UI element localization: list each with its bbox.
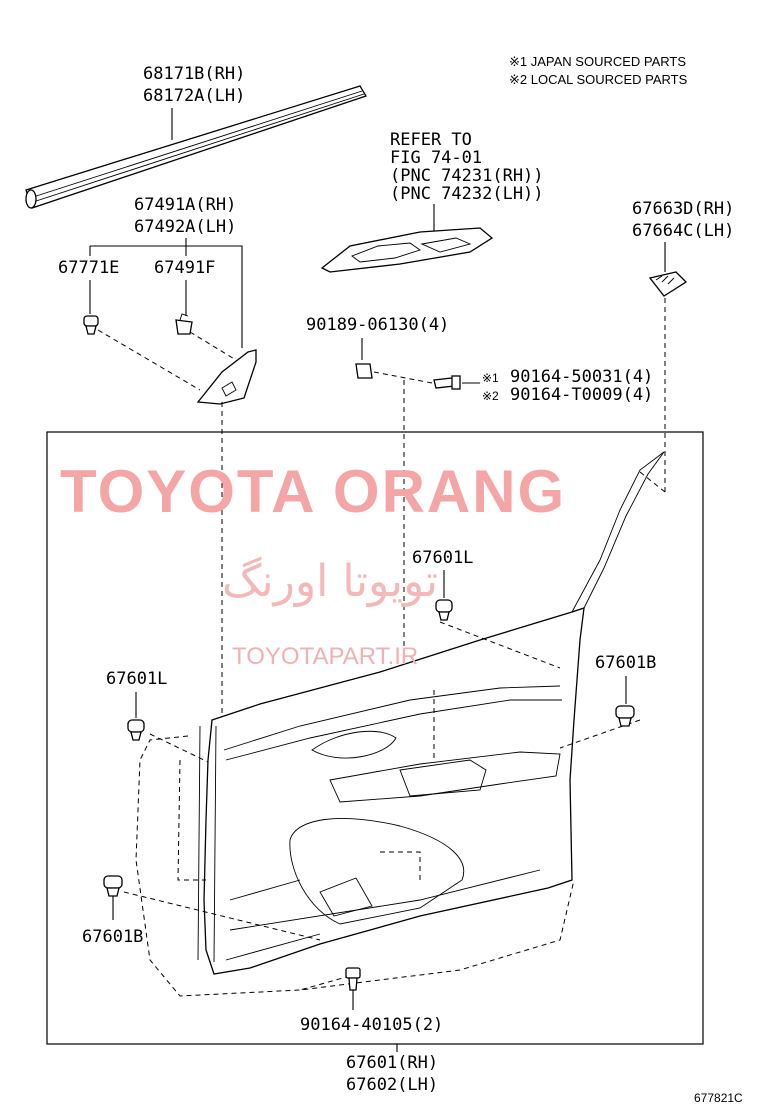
label-refer-fig: FIG 74-01: [390, 148, 482, 168]
mark-japan: ※1: [482, 371, 499, 385]
leader-cover-branch: [90, 245, 243, 348]
label-nut: 90189-06130(4): [306, 315, 449, 335]
door-trim-panel[interactable]: [197, 451, 665, 975]
label-refer-pnc-lh: (PNC 74232(LH)): [390, 184, 544, 204]
label-refer-to: REFER TO: [390, 130, 472, 150]
watermark-persian: تویوتا اورنگ: [222, 556, 438, 607]
label-clip-67771e: 67771E: [58, 258, 119, 278]
label-weatherstrip-lh: 68172A(LH): [143, 86, 245, 106]
label-refer-pnc-rh: (PNC 74231(RH)): [390, 166, 544, 186]
drawing-code: 677821C: [694, 1091, 743, 1105]
note-local-sourced: ※2 LOCAL SOURCED PARTS: [509, 72, 688, 87]
clip-67601b-left[interactable]: [103, 875, 123, 897]
label-retainer-lh: 67664C(LH): [632, 221, 734, 241]
mark-local: ※2: [482, 389, 499, 403]
weatherstrip-part[interactable]: [25, 85, 367, 209]
clip-nut[interactable]: [355, 363, 373, 379]
screw-bottom[interactable]: [345, 967, 361, 991]
assembly-frame: [46, 431, 704, 1045]
label-clip-67601l-left: 67601L: [106, 669, 167, 689]
label-clip-67601b-left: 67601B: [82, 927, 143, 947]
screw-upper[interactable]: [433, 375, 461, 390]
label-screw-bottom: 90164-40105(2): [300, 1015, 443, 1035]
label-screw-2: 90164-T0009(4): [510, 385, 653, 405]
label-weatherstrip-rh: 68171B(RH): [143, 64, 245, 84]
label-retainer-rh: 67663D(RH): [632, 199, 734, 219]
retainer-part[interactable]: [648, 271, 688, 297]
clip-67491f[interactable]: [175, 313, 193, 335]
clip-67601b-right[interactable]: [615, 705, 635, 727]
watermark-latin: TOYOTA ORANG: [60, 458, 566, 525]
power-window-switch-base[interactable]: [320, 227, 494, 273]
label-panel-rh: 67601(RH): [346, 1053, 438, 1073]
label-screw-1: 90164-50031(4): [510, 367, 653, 387]
label-clip-67601b-right: 67601B: [595, 653, 656, 673]
upper-front-cover[interactable]: [196, 349, 257, 405]
clip-67601l-left[interactable]: [127, 719, 145, 741]
label-cover-lh: 67492A(LH): [134, 217, 236, 237]
label-clip-67601l-top: 67601L: [412, 548, 473, 568]
clip-67601l-top[interactable]: [435, 599, 453, 621]
label-panel-lh: 67602(LH): [346, 1075, 438, 1095]
label-cover-rh: 67491A(RH): [134, 195, 236, 215]
note-japan-sourced: ※1 JAPAN SOURCED PARTS: [509, 54, 686, 69]
label-clip-67491f: 67491F: [154, 258, 215, 278]
watermark-url: TOYOTAPART.IR: [232, 643, 418, 670]
clip-67771e[interactable]: [83, 315, 99, 335]
